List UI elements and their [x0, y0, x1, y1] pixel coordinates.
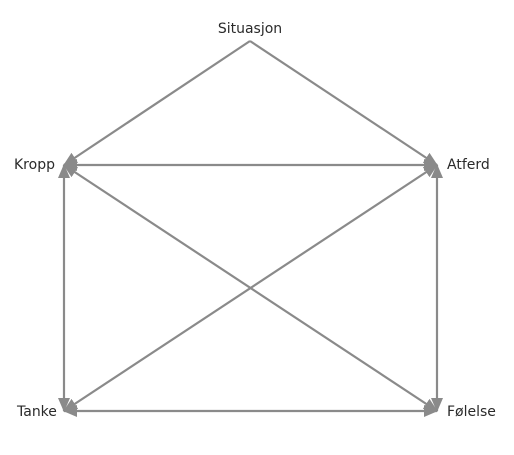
arrow-atferd-tanke [63, 164, 438, 412]
node-situasjon: Situasjon [217, 21, 283, 37]
arrow-situasjon-kropp [63, 40, 251, 166]
arrow-situasjon-atferd [249, 40, 438, 166]
node-folelse: Følelse [447, 404, 496, 420]
node-atferd: Atferd [447, 157, 490, 173]
node-tanke: Tanke [17, 404, 57, 420]
node-kropp: Kropp [14, 157, 55, 173]
edges-layer [58, 40, 443, 417]
